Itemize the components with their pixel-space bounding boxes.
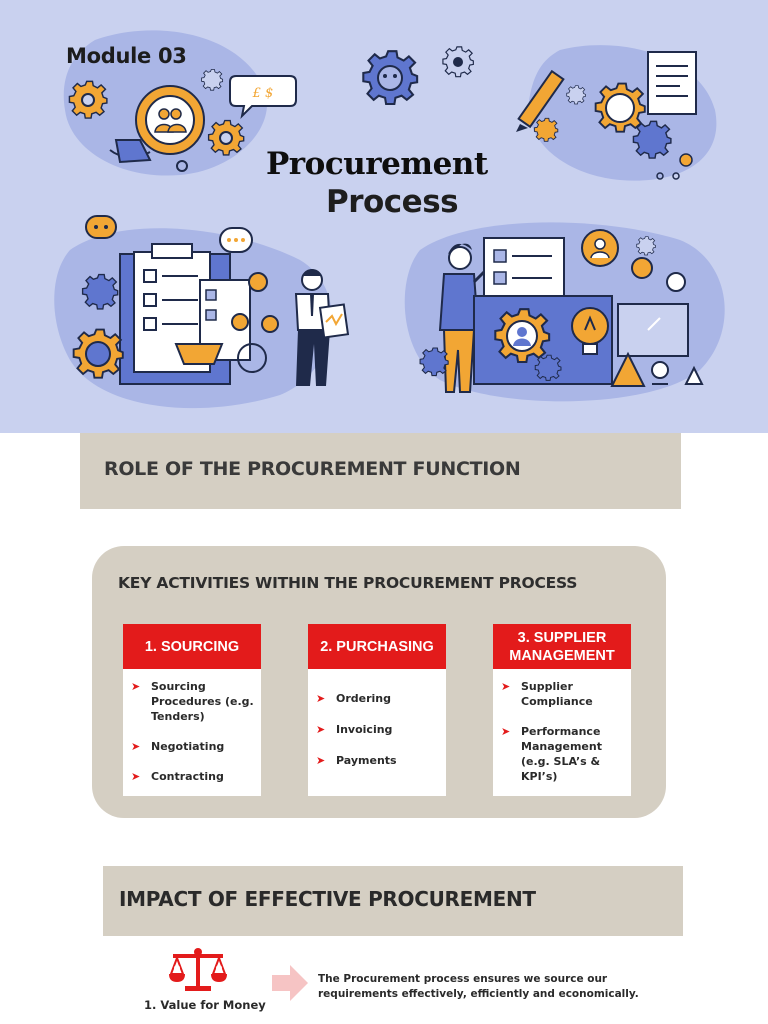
activity-card-title: 1. SOURCING <box>123 624 261 669</box>
activity-card-title: 2. PURCHASING <box>308 624 446 669</box>
presentation-board-icon <box>483 237 565 305</box>
value-for-money-label: 1. Value for Money <box>144 998 266 1012</box>
gear-icon <box>636 236 656 256</box>
arrow-bullet-icon: ➤ <box>131 770 141 783</box>
chat-bubble-icon <box>219 227 253 253</box>
list-item: ➤Negotiating <box>131 740 225 753</box>
gear-icon <box>566 85 586 105</box>
key-activities-panel: KEY ACTIVITIES WITHIN THE PROCUREMENT PR… <box>92 546 666 818</box>
role-section-header: ROLE OF THE PROCUREMENT FUNCTION <box>80 433 681 509</box>
user-bubble-icon <box>581 229 619 267</box>
value-for-money-description: The Procurement process ensures we sourc… <box>318 973 639 1000</box>
arrow-bullet-icon: ➤ <box>131 680 141 693</box>
gear-icon <box>207 119 245 156</box>
module-label: Module 03 <box>66 44 187 68</box>
person-pointing-figure <box>438 243 492 393</box>
lightbulb-icon <box>571 307 609 355</box>
activity-list: ➤Sourcing Procedures (e.g. Tenders) ➤Neg… <box>123 669 261 784</box>
team-icon <box>135 85 205 155</box>
document-icon <box>647 51 697 115</box>
arrow-bullet-icon: ➤ <box>316 754 326 767</box>
page-title-line2: Process <box>326 184 459 220</box>
gear-icon <box>362 50 419 106</box>
chat-bubble-icon <box>85 215 117 239</box>
list-item: ➤Payments <box>316 754 397 767</box>
gear-icon <box>72 328 124 379</box>
arrow-bullet-icon: ➤ <box>131 740 141 753</box>
activity-card-title: 3. SUPPLIER MANAGEMENT <box>493 624 631 669</box>
role-heading: ROLE OF THE PROCUREMENT FUNCTION <box>104 458 521 480</box>
scales-icon <box>169 948 227 991</box>
page-title-line1: Procurement <box>266 146 488 182</box>
gear-icon <box>534 354 562 381</box>
arrow-bullet-icon: ➤ <box>316 723 326 736</box>
arrow-bullet-icon: ➤ <box>501 680 511 693</box>
gear-icon <box>419 347 449 377</box>
procurement-illustration: £ $ <box>54 30 725 409</box>
gear-icon <box>68 80 108 119</box>
gear-icon <box>533 117 559 142</box>
arrow-right-icon <box>272 965 308 1001</box>
list-item: ➤Sourcing Procedures (e.g. Tenders) <box>131 680 254 723</box>
activity-card-supplier-management: 3. SUPPLIER MANAGEMENT ➤Supplier Complia… <box>493 624 631 796</box>
gear-icon <box>494 308 551 364</box>
list-item: ➤Performance Management (e.g. SLA’s & KP… <box>501 725 602 783</box>
arrow-bullet-icon: ➤ <box>316 692 326 705</box>
hero-banner: £ $ <box>0 0 768 433</box>
key-activities-heading: KEY ACTIVITIES WITHIN THE PROCUREMENT PR… <box>118 574 578 592</box>
list-item: ➤Invoicing <box>316 723 393 736</box>
activity-card-sourcing: 1. SOURCING ➤Sourcing Procedures (e.g. T… <box>123 624 261 796</box>
gear-icon <box>594 82 646 133</box>
gear-icon <box>632 120 672 159</box>
impact-section-header: IMPACT OF EFFECTIVE PROCUREMENT <box>103 866 683 936</box>
list-item: ➤Contracting <box>131 770 224 783</box>
gear-icon <box>81 273 119 310</box>
arrow-bullet-icon: ➤ <box>501 725 511 738</box>
activity-list: ➤Ordering ➤Invoicing ➤Payments <box>308 669 446 768</box>
list-item: ➤Ordering <box>316 692 392 705</box>
bubble-currency: £ $ <box>252 86 274 101</box>
businessman-figure <box>294 269 350 386</box>
pencil-icon <box>516 69 565 132</box>
activity-card-purchasing: 2. PURCHASING ➤Ordering ➤Invoicing ➤Paym… <box>308 624 446 796</box>
speech-bubble-icon: £ $ <box>229 75 297 120</box>
list-item: ➤Supplier Compliance <box>501 680 593 708</box>
activity-list: ➤Supplier Compliance ➤Performance Manage… <box>493 669 631 784</box>
gear-icon <box>442 46 474 78</box>
impact-heading: IMPACT OF EFFECTIVE PROCUREMENT <box>119 887 536 911</box>
gear-icon <box>201 69 224 91</box>
